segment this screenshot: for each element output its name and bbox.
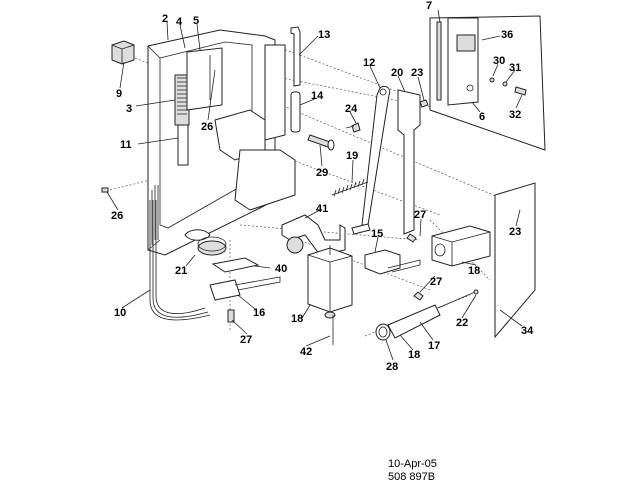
callout-29: 29 <box>316 167 328 179</box>
part-2-frame <box>147 29 296 256</box>
callout-10: 10 <box>114 307 126 319</box>
part-40-pad <box>211 257 260 273</box>
callout-labels: 7 36 30 31 32 6 2 4 5 13 9 3 26 11 12 20… <box>111 0 534 373</box>
callout-13: 13 <box>318 29 330 41</box>
part-18-solenoid <box>307 245 353 345</box>
part-34-cover <box>494 182 536 339</box>
part-10-wires <box>149 200 211 321</box>
drawing-number: 508 897B <box>388 471 435 480</box>
part-15-switch <box>364 249 421 275</box>
callout-27c: 27 <box>430 276 442 288</box>
callout-32: 32 <box>509 109 521 121</box>
callout-3: 3 <box>126 103 132 115</box>
callout-6: 6 <box>479 111 485 123</box>
inset-part-6-assembly <box>429 15 546 151</box>
part-20-plate <box>397 89 421 235</box>
part-14-sleeve <box>290 91 301 133</box>
callout-36: 36 <box>501 29 513 41</box>
callout-17: 17 <box>428 340 440 352</box>
part-9-block <box>111 40 135 65</box>
callout-22: 22 <box>456 317 468 329</box>
callout-34: 34 <box>521 325 534 337</box>
callout-7: 7 <box>426 0 432 12</box>
part-19-spring <box>331 178 369 197</box>
callout-20: 20 <box>391 67 403 79</box>
callout-4: 4 <box>176 16 183 28</box>
part-16-switch <box>209 276 281 301</box>
part-18-housing <box>431 225 491 267</box>
callout-18b: 18 <box>291 313 303 325</box>
callout-41: 41 <box>316 203 328 215</box>
callout-5: 5 <box>193 15 199 27</box>
callout-31: 31 <box>509 62 521 74</box>
callout-18c: 18 <box>408 349 420 361</box>
callout-15: 15 <box>371 228 383 240</box>
callout-21: 21 <box>175 265 187 277</box>
part-41-bracket <box>281 214 346 256</box>
part-13-pin <box>290 26 301 87</box>
part-12-lever <box>351 85 391 235</box>
leader-lines <box>106 9 523 361</box>
part-17-plunger <box>375 289 479 341</box>
callout-24: 24 <box>345 103 358 115</box>
callout-19: 19 <box>346 150 358 162</box>
callout-11: 11 <box>120 139 132 151</box>
callout-2: 2 <box>162 13 168 25</box>
callout-12: 12 <box>363 57 375 69</box>
callout-26b: 26 <box>111 210 123 222</box>
callout-23b: 23 <box>509 226 521 238</box>
callout-27: 27 <box>414 209 426 221</box>
callout-42: 42 <box>300 346 312 358</box>
callout-18a: 18 <box>468 265 480 277</box>
callout-23: 23 <box>411 67 423 79</box>
callout-9: 9 <box>116 88 122 100</box>
drawing-date: 10-Apr-05 <box>388 458 437 470</box>
callout-28: 28 <box>386 361 398 373</box>
callout-14: 14 <box>311 90 324 102</box>
callout-40: 40 <box>275 263 287 275</box>
callout-27b: 27 <box>240 334 252 346</box>
callout-16: 16 <box>253 307 265 319</box>
part-24-screw <box>345 122 361 133</box>
part-29-screw <box>307 134 335 151</box>
callout-30: 30 <box>493 55 505 67</box>
callout-26: 26 <box>201 121 213 133</box>
